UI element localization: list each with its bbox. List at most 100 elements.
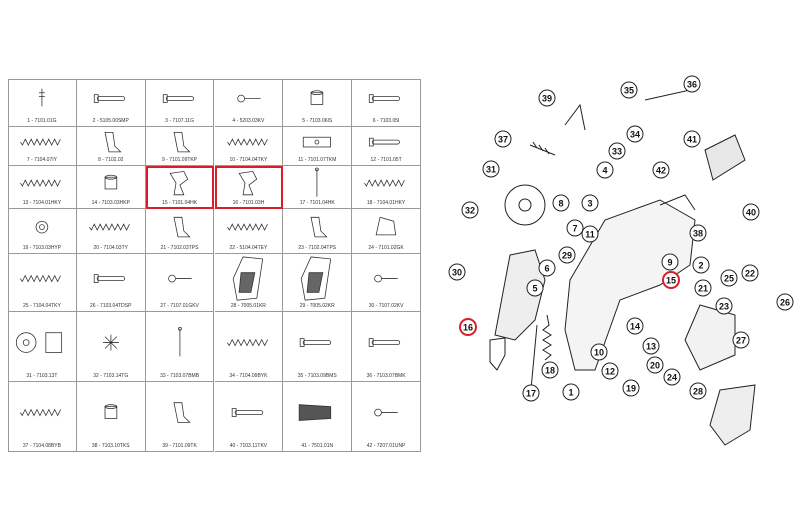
callout-31: 31 [482, 160, 500, 178]
part-label: 29 - 7005.02KR [299, 303, 335, 309]
callout-26: 26 [776, 293, 794, 311]
callout-22: 22 [741, 264, 759, 282]
callout-number: 31 [486, 165, 496, 175]
callout-8: 8 [552, 194, 570, 212]
callout-25: 25 [720, 269, 738, 287]
part-cell-2: 2 - 5105.00SMP [76, 79, 146, 127]
part-label: 22 - 5104.04TEY [229, 245, 268, 251]
callout-number: 9 [667, 258, 672, 268]
callout-5: 5 [526, 279, 544, 297]
plate-icon [375, 216, 397, 236]
callout-21: 21 [694, 279, 712, 297]
spring-part [542, 314, 552, 361]
callout-circle [566, 219, 584, 237]
grip-icon [232, 256, 263, 301]
part-label: 13 - 7104.01HKY [22, 200, 62, 206]
part-cell-40: 40 - 7103.11TKV [214, 382, 284, 452]
part-cell-27: 27 - 7107.01GKV [145, 254, 215, 312]
hammer-icon [169, 170, 188, 196]
callout-circle [692, 256, 710, 274]
pin-icon [162, 94, 194, 103]
callout-number: 13 [646, 342, 656, 352]
lever-icon [173, 402, 191, 423]
grip-icon [301, 256, 332, 301]
callout-number: 4 [602, 166, 607, 176]
bushing-icon [310, 90, 324, 105]
callout-circle [776, 293, 794, 311]
callout-number: 28 [693, 387, 703, 397]
callout-circle [558, 246, 576, 264]
callout-circle [538, 89, 556, 107]
part-label: 8 - 7102.02 [98, 157, 124, 163]
part-cell-17: 17 - 7101.04HK [283, 166, 353, 209]
callout-circle [541, 361, 559, 379]
callout-circle [720, 269, 738, 287]
washer-icon [35, 220, 49, 234]
part-cell-6: 6 - 7103.05I [352, 79, 421, 127]
callout-number: 8 [558, 199, 563, 209]
callout-number: 12 [605, 367, 615, 377]
callout-number: 35 [624, 86, 634, 96]
callout-number: 24 [667, 373, 677, 383]
part-label: 42 - 7207.01UNP [366, 443, 406, 449]
screw-icon [236, 94, 261, 103]
callout-number: 20 [650, 361, 660, 371]
lever-icon [173, 216, 191, 238]
callout-36: 36 [683, 75, 701, 93]
part-label: 30 - 7107.02KV [368, 303, 404, 309]
callout-circle [662, 271, 680, 289]
pin-icon [93, 274, 125, 283]
frame-part [564, 199, 696, 371]
callout-circle [538, 259, 556, 277]
callout-41: 41 [683, 130, 701, 148]
callout-32: 32 [461, 201, 479, 219]
part-label: 12 - 7101.05T [370, 157, 402, 163]
cylinder-part [518, 198, 532, 212]
callout-42: 42 [652, 161, 670, 179]
callout-35: 35 [620, 81, 638, 99]
part-label: 3 - 7107.11G [165, 118, 194, 124]
part-cell-1: 1 - 7101.01G [8, 79, 77, 127]
callout-15: 15 [662, 271, 680, 289]
callout-number: 6 [544, 264, 549, 274]
spring-icon [364, 179, 405, 187]
part-cell-38: 38 - 7103.10TKS [76, 382, 146, 452]
callout-number: 38 [693, 229, 703, 239]
callout-number: 22 [745, 269, 755, 279]
pin-icon [300, 338, 332, 347]
callout-number: 11 [585, 230, 595, 240]
callout-number: 25 [724, 274, 734, 284]
part-label: 4 - 5203.03KV [232, 118, 265, 124]
callout-27: 27 [732, 331, 750, 349]
callout-number: 36 [687, 80, 697, 90]
star-icon [102, 334, 119, 351]
barrel-icon [299, 404, 332, 421]
callout-10: 10 [590, 343, 608, 361]
part-label: 23 - 7102.04TPS [298, 245, 337, 251]
part-label: 15 - 7101.04HK [162, 200, 198, 206]
callout-number: 17 [526, 389, 536, 399]
spring-icon [20, 138, 61, 146]
callout-circle [608, 142, 626, 160]
callout-number: 1 [568, 388, 573, 398]
spring-icon [20, 179, 61, 187]
callout-17: 17 [522, 384, 540, 402]
frame-part [659, 194, 696, 211]
part-cell-19: 19 - 7103.03HYP [8, 209, 77, 254]
part-label: 27 - 7107.01GKV [160, 303, 199, 309]
callout-number: 7 [572, 224, 577, 234]
part-label: 38 - 7103.10TKS [91, 443, 130, 449]
callout-number: 14 [630, 322, 640, 332]
callout-11: 11 [581, 225, 599, 243]
hammer-part [489, 337, 506, 371]
callout-number: 16 [463, 323, 473, 333]
part-label: 34 - 7104.09BYK [229, 373, 268, 379]
callout-number: 18 [545, 366, 555, 376]
spring-clip-icon [38, 88, 45, 107]
lever-icon [173, 131, 191, 153]
part-cell-28: 28 - 7005.01KR [214, 254, 284, 312]
callout-number: 41 [687, 135, 697, 145]
callout-28: 28 [689, 382, 707, 400]
callout-18: 18 [541, 361, 559, 379]
part-cell-29: 29 - 7005.02KR [283, 254, 353, 312]
